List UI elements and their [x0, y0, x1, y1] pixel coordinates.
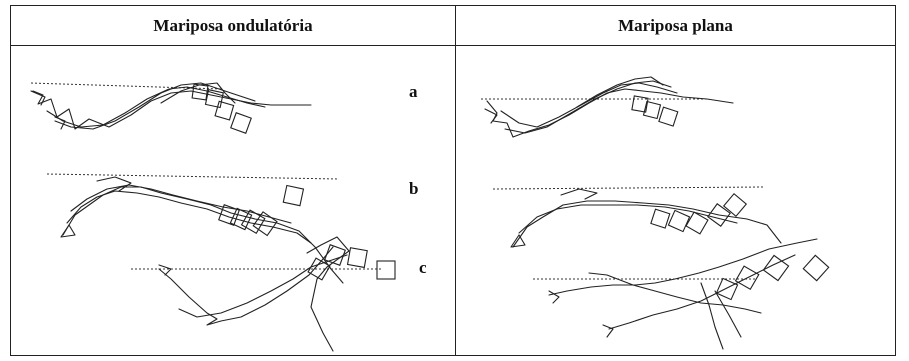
flat-trajectory-b	[493, 187, 781, 247]
wing-marker	[659, 107, 678, 126]
trajectory-path-a1	[487, 89, 733, 137]
trajectory-path-c4	[701, 283, 723, 349]
panel-flat-moth	[457, 47, 895, 355]
wing-marker	[511, 235, 525, 247]
panel-wavy-moth: a b	[11, 47, 455, 355]
wing-marker	[668, 210, 689, 231]
wing-marker	[803, 255, 828, 280]
trajectory-path-c2	[179, 255, 347, 317]
wing-marker	[325, 245, 346, 266]
wing-marker	[377, 261, 395, 279]
column-header-wavy-moth: Mariposa ondulatória	[11, 6, 455, 45]
row-label-a: a	[409, 82, 418, 101]
wavy-trajectory-a	[31, 83, 311, 133]
reference-line-b	[493, 187, 763, 189]
wavy-trajectory-b	[47, 174, 343, 283]
trajectory-path-b2	[519, 205, 737, 233]
trajectory-path-c3	[609, 255, 795, 329]
wing-marker	[724, 194, 747, 217]
comparison-table: Mariposa ondulatória Mariposa plana a	[10, 5, 896, 356]
flat-moth-trajectory-drawing	[457, 47, 895, 355]
wing-marker	[651, 209, 670, 228]
trajectory-path-b3	[561, 189, 597, 199]
wing-marker	[283, 186, 303, 206]
reference-line-b	[47, 174, 339, 179]
wing-marker	[215, 101, 234, 120]
trajectory-path-c1	[549, 239, 817, 295]
trajectory-path-b3	[71, 185, 291, 223]
trajectory-path-b4	[97, 177, 131, 191]
wing-marker	[231, 113, 252, 134]
wing-marker	[603, 325, 613, 337]
wing-marker	[348, 248, 368, 268]
column-header-flat-moth: Mariposa plana	[456, 6, 895, 45]
column-divider	[455, 6, 456, 355]
trajectory-path-b1	[513, 201, 781, 247]
wing-marker	[632, 96, 648, 112]
wing-marker	[716, 278, 737, 299]
trajectory-path-c3	[307, 237, 349, 351]
wavy-moth-trajectory-drawing: a b	[11, 47, 455, 355]
wavy-trajectory-c	[131, 237, 395, 351]
wing-marker	[205, 90, 223, 108]
trajectory-path-c1	[159, 247, 333, 325]
header-divider	[11, 45, 895, 46]
flat-trajectory-a	[481, 77, 733, 137]
flat-trajectory-c	[533, 239, 829, 349]
row-label-b: b	[409, 179, 418, 198]
row-label-c: c	[419, 258, 427, 277]
trajectory-path-a2	[501, 83, 677, 127]
